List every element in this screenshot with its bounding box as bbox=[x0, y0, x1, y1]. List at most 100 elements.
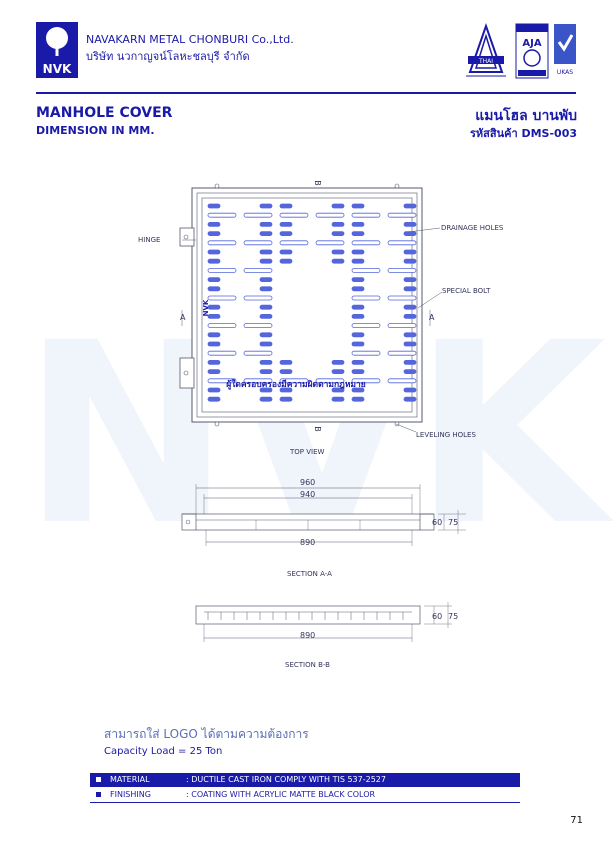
drainage-slot bbox=[331, 369, 345, 375]
drainage-slot bbox=[207, 286, 221, 292]
drainage-slot bbox=[279, 258, 293, 264]
drainage-slot bbox=[207, 231, 221, 236]
drainage-slot bbox=[259, 286, 273, 292]
drainage-slot bbox=[279, 212, 309, 218]
aja-label: AJA bbox=[522, 38, 541, 49]
leader-lines bbox=[181, 227, 443, 433]
drainage-slot bbox=[207, 304, 221, 310]
nvk-logo: NVK bbox=[36, 22, 78, 78]
drainage-slot bbox=[403, 396, 417, 402]
drainage-slot bbox=[351, 268, 381, 273]
drainage-slot bbox=[387, 240, 417, 246]
drainage-slot bbox=[279, 359, 293, 365]
drainage-slot bbox=[279, 222, 293, 227]
drainage-slot bbox=[207, 323, 237, 329]
spec-key: FINISHING bbox=[110, 790, 151, 799]
drainage-slot bbox=[243, 350, 273, 356]
drainage-slot bbox=[403, 277, 417, 282]
section-bb-drawing bbox=[195, 602, 452, 642]
drainage-slot bbox=[243, 295, 273, 301]
drainage-slot bbox=[243, 212, 273, 218]
drainage-slot bbox=[403, 222, 417, 227]
drainage-slot bbox=[207, 341, 221, 347]
header-divider bbox=[36, 92, 576, 94]
drainage-slot bbox=[207, 332, 221, 338]
drainage-slot bbox=[331, 203, 345, 209]
drainage-slot bbox=[403, 341, 417, 347]
drainage-slot bbox=[403, 332, 417, 338]
drainage-slot bbox=[351, 249, 365, 255]
drainage-slot bbox=[207, 313, 221, 319]
svg-text:THAI: THAI bbox=[478, 58, 493, 65]
page-subtitle: DIMENSION IN MM. bbox=[36, 124, 155, 137]
drainage-slot bbox=[259, 341, 273, 347]
drainage-slot bbox=[403, 313, 417, 319]
drainage-slot bbox=[331, 396, 345, 402]
drainage-slot bbox=[207, 378, 237, 384]
section-bb-label: SECTION B-B bbox=[285, 661, 330, 669]
drainage-slot bbox=[259, 369, 273, 375]
drainage-slot bbox=[403, 369, 417, 375]
drainage-slot bbox=[403, 387, 417, 393]
drainage-slot bbox=[207, 387, 221, 393]
drainage-slot bbox=[279, 249, 293, 255]
drainage-slot bbox=[315, 240, 345, 246]
drainage-slot bbox=[259, 258, 273, 264]
leveling-holes-label: LEVELING HOLES bbox=[416, 431, 476, 439]
drainage-slot bbox=[403, 304, 417, 310]
section-aa-drawing bbox=[181, 484, 466, 546]
drainage-slot bbox=[387, 323, 417, 329]
drainage-slot bbox=[351, 212, 381, 218]
drainage-slot bbox=[315, 378, 345, 384]
dim-890: 890 bbox=[300, 538, 316, 547]
section-aa-label: SECTION A-A bbox=[287, 570, 332, 578]
drainage-slot bbox=[315, 212, 345, 218]
drainage-slot bbox=[207, 203, 221, 209]
bolt-icon bbox=[214, 183, 220, 189]
drainage-slot bbox=[259, 313, 273, 319]
drainage-slot bbox=[387, 295, 417, 301]
drainage-slot bbox=[259, 222, 273, 227]
product-code: รหัสสินค้า DMS-003 bbox=[470, 127, 577, 140]
spec-key: MATERIAL bbox=[110, 775, 150, 784]
drainage-slot bbox=[279, 396, 293, 402]
spec-row-material: MATERIAL : DUCTILE CAST IRON COMPLY WITH… bbox=[90, 773, 520, 787]
drainage-slot bbox=[207, 369, 221, 375]
section-marker-b-top: B bbox=[313, 180, 322, 186]
page-title: MANHOLE COVER bbox=[36, 105, 173, 121]
drainage-slot bbox=[279, 231, 293, 236]
logo-customization-note: สามารถใส่ LOGO ได้ตามความต้องการ bbox=[104, 727, 309, 741]
leveling-hole-icon bbox=[214, 421, 220, 427]
drainage-slot bbox=[259, 277, 273, 282]
drainage-slot bbox=[403, 249, 417, 255]
page-title-th: แมนโฮล บานพับ bbox=[475, 108, 577, 124]
drainage-slot bbox=[243, 268, 273, 273]
drainage-slot bbox=[279, 387, 293, 393]
drainage-slot bbox=[351, 369, 365, 375]
drainage-slot bbox=[403, 258, 417, 264]
drainage-slot bbox=[351, 378, 381, 384]
drainage-slot bbox=[351, 286, 365, 292]
drainage-slot bbox=[351, 277, 365, 282]
drainage-slot bbox=[279, 378, 309, 384]
dim-960: 960 bbox=[300, 478, 316, 487]
drainage-holes-label: DRAINAGE HOLES bbox=[441, 224, 504, 232]
drainage-slot bbox=[259, 387, 273, 393]
drainage-slot bbox=[279, 203, 293, 209]
drainage-slot bbox=[351, 313, 365, 319]
dim-height-60: 60 bbox=[432, 518, 443, 527]
drainage-slot bbox=[351, 203, 365, 209]
drainage-slot bbox=[259, 249, 273, 255]
drainage-slot bbox=[207, 396, 221, 402]
drainage-slot bbox=[259, 396, 273, 402]
drainage-slot bbox=[387, 268, 417, 273]
drainage-slot bbox=[207, 212, 237, 218]
spec-row-finishing: FINISHING : COATING WITH ACRYLIC MATTE B… bbox=[90, 788, 520, 803]
drainage-slot bbox=[351, 396, 365, 402]
drainage-slot bbox=[351, 222, 365, 227]
aja-badge: AJA bbox=[515, 23, 549, 79]
drainage-slot bbox=[243, 378, 273, 384]
drainage-slot bbox=[207, 359, 221, 365]
drainage-slot bbox=[387, 350, 417, 356]
drainage-slot bbox=[207, 258, 221, 264]
